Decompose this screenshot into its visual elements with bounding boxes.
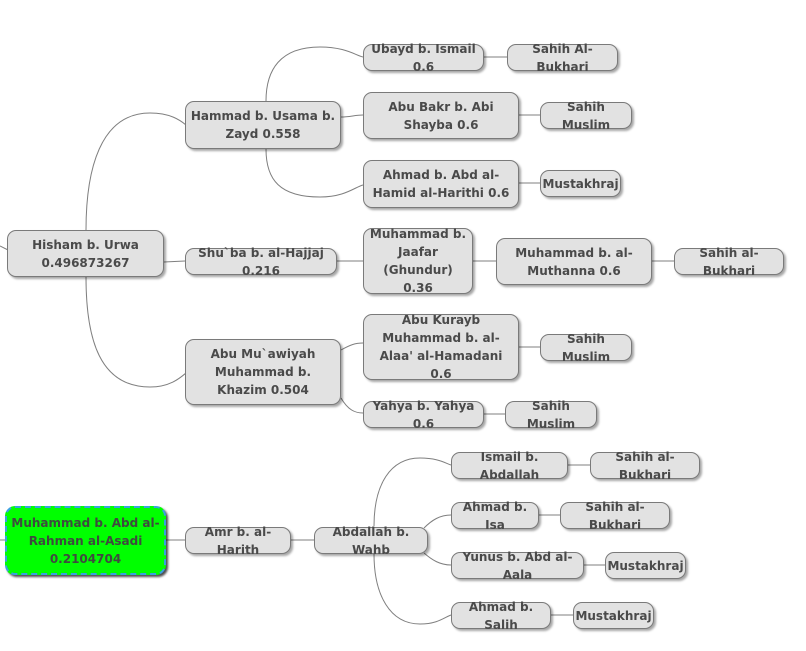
node-source-sahih-muslim[interactable]: Sahih Muslim [540,100,632,132]
connector-line [340,397,364,414]
node-abu-muawiyah[interactable]: Abu Mu`awiyah Muhammad b. Khazim 0.504 [185,339,341,405]
node-label: Ahmad b. Abd al-Hamid al-Harithi 0.6 [372,168,510,200]
node-ahmad-b-isa[interactable]: Ahmad b. Isa [451,500,539,532]
node-amr-b-al-harith[interactable]: Amr b. al-Harith [185,525,291,557]
node-label: Muhammad b. al-Muthanna 0.6 [515,245,633,278]
node-yahya-b-yahya[interactable]: Yahya b. Yahya 0.6 [363,399,484,431]
node-source-mustakhraj[interactable]: Mustakhraj [573,602,654,629]
connector-line [340,114,364,118]
node-muhammad-b-al-muthanna[interactable]: Muhammad b. al-Muthanna 0.6 [496,238,652,285]
node-source-mustakhraj[interactable]: Mustakhraj [540,170,621,197]
node-yunus-b-abd-al-aala[interactable]: Yunus b. Abd al-Aala [451,550,584,582]
node-label: Amr b. al-Harith [204,524,272,557]
node-label: Abdallah b. Wahb [332,524,410,557]
node-label: Sahih Al-Bukhari [532,41,593,74]
node-label: Sahih al-Bukhari [585,499,645,532]
node-source-sahih-al-bukhari[interactable]: Sahih al-Bukhari [674,246,784,278]
node-label: Sahih Muslim [561,99,611,132]
node-hammad-b-usama[interactable]: Hammad b. Usama b. Zayd 0.558 [185,101,341,149]
node-ubayd-b-ismail[interactable]: Ubayd b. Ismail 0.6 [363,42,484,74]
node-label: Ahmad b. Isa [462,499,528,532]
connector-line [85,276,187,388]
node-shuba-b-al-hajjaj[interactable]: Shu`ba b. al-Hajjaj 0.216 [185,246,337,278]
node-label: Ismail b. Abdallah [479,449,540,482]
node-hisham-b-urwa[interactable]: Hisham b. Urwa 0.496873267 [7,230,164,277]
node-ahmad-b-salih[interactable]: Ahmad b. Salih [451,600,551,632]
connector-line [423,514,452,529]
node-muhammad-b-jaafar-ghundur[interactable]: Muhammad b. Jaafar (Ghundur) 0.36 [363,227,473,295]
node-abdallah-b-wahb[interactable]: Abdallah b. Wahb [314,525,428,557]
node-label: Muhammad b. Abd al-Rahman al-Asadi 0.210… [11,515,160,566]
node-label: Abu Mu`awiyah Muhammad b. Khazim 0.504 [210,347,316,397]
node-source-sahih-al-bukhari[interactable]: Sahih Al-Bukhari [507,42,618,74]
connector-line [423,552,452,566]
node-source-sahih-al-bukhari[interactable]: Sahih al-Bukhari [590,450,700,482]
node-label: Yunus b. Abd al-Aala [462,549,573,582]
node-ahmad-b-abd-al-hamid[interactable]: Ahmad b. Abd al-Hamid al-Harithi 0.6 [363,160,519,208]
connector-line [265,46,364,102]
node-label: Ubayd b. Ismail 0.6 [371,41,476,74]
connector-line [85,112,187,231]
node-source-sahih-muslim[interactable]: Sahih Muslim [540,332,632,364]
node-source-sahih-al-bukhari[interactable]: Sahih al-Bukhari [560,500,670,532]
node-label: Shu`ba b. al-Hajjaj 0.216 [198,245,324,278]
connector-line [163,260,186,263]
node-label: Sahih Muslim [561,331,611,364]
connector-line [0,245,9,251]
node-label: Ahmad b. Salih [468,599,534,632]
connector-line [340,342,364,351]
node-ismail-b-abdallah[interactable]: Ismail b. Abdallah [451,450,568,482]
node-label: Abu Kurayb Muhammad b. al-Alaa' al-Hamad… [379,313,503,381]
node-label: Sahih al-Bukhari [699,245,759,278]
node-label: Abu Bakr b. Abi Shayba 0.6 [388,99,494,132]
node-abu-kurayb[interactable]: Abu Kurayb Muhammad b. al-Alaa' al-Hamad… [363,313,519,381]
node-label: Hisham b. Urwa 0.496873267 [32,237,139,270]
node-label: Yahya b. Yahya 0.6 [372,398,475,431]
node-label: Hammad b. Usama b. Zayd 0.558 [190,109,336,141]
node-abu-bakr-b-abi-shayba[interactable]: Abu Bakr b. Abi Shayba 0.6 [363,92,519,139]
node-label: Sahih al-Bukhari [615,449,675,482]
node-label: Sahih Muslim [526,398,576,431]
node-source-mustakhraj[interactable]: Mustakhraj [605,552,686,579]
node-label: Mustakhraj [542,176,619,191]
connector-line [265,148,364,198]
node-label: Muhammad b. Jaafar (Ghundur) 0.36 [369,227,467,295]
node-label: Mustakhraj [575,608,652,623]
node-muhammad-b-abd-al-rahman-al-asadi[interactable]: Muhammad b. Abd al-Rahman al-Asadi 0.210… [5,506,166,575]
node-source-sahih-muslim[interactable]: Sahih Muslim [505,399,597,431]
connector-line [373,553,452,625]
connector-line [373,457,452,527]
node-label: Mustakhraj [607,558,684,573]
